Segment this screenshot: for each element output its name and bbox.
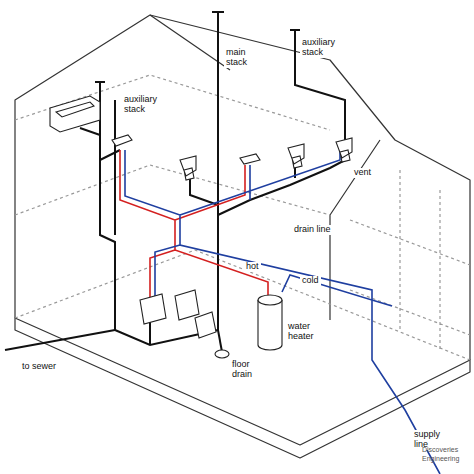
toilet xyxy=(336,138,352,162)
laundry-tub xyxy=(140,294,166,324)
toilet xyxy=(288,144,304,168)
stack-cap xyxy=(212,11,224,13)
toilet-drain xyxy=(190,175,218,205)
pipe-label: auxiliary stack xyxy=(300,38,352,58)
lavatory-sink xyxy=(112,135,132,146)
pipe-label: hot xyxy=(244,262,261,272)
sewer-pipe xyxy=(5,330,115,350)
house-roof xyxy=(150,15,470,360)
floor-drain-grate xyxy=(215,350,229,358)
cold-water-pipe xyxy=(125,150,440,474)
fixture-drains xyxy=(80,128,120,160)
floor-slab xyxy=(15,318,470,458)
pipe-label: cold xyxy=(300,276,321,286)
bathtub xyxy=(50,96,100,132)
bathtub-basin xyxy=(56,102,94,117)
pipe-label: vent xyxy=(352,168,373,178)
lavatory-sink xyxy=(240,154,260,164)
pipe-label: water heater xyxy=(286,322,334,342)
pipe-label: auxiliary stack xyxy=(122,95,174,115)
laundry-tub xyxy=(175,290,199,320)
hose-bib xyxy=(372,300,392,306)
fixtures xyxy=(50,96,352,358)
pipe-label: floor drain xyxy=(230,360,274,380)
pipe-label: Discoveries xyxy=(420,446,460,454)
toilet xyxy=(180,156,196,180)
stack-cap xyxy=(95,81,105,83)
basement-floor-line xyxy=(15,250,470,360)
house-left-gable xyxy=(15,15,230,318)
stack-cap xyxy=(290,29,300,31)
pipe-label: main stack xyxy=(224,48,268,68)
drain-line-pipe xyxy=(218,160,345,215)
left-auxiliary-stack-pipe xyxy=(100,82,115,330)
floor-drain-pipe xyxy=(218,330,222,352)
water-heater-body xyxy=(258,300,282,350)
basement-fixture xyxy=(195,312,216,338)
pipe-label: to sewer xyxy=(20,362,58,372)
drain-waste-vent-pipes xyxy=(5,12,345,352)
water-heater-top xyxy=(258,295,282,305)
right-wall-lines xyxy=(350,170,470,350)
floor-lines xyxy=(15,75,330,215)
main-stack-pipe xyxy=(217,12,219,330)
supply-pipes xyxy=(120,150,440,474)
pipe-label: Engineering xyxy=(420,455,461,463)
left-vent-pipe xyxy=(114,100,116,235)
hot-water-pipe xyxy=(120,150,268,300)
pipe-label: drain line xyxy=(292,225,333,235)
